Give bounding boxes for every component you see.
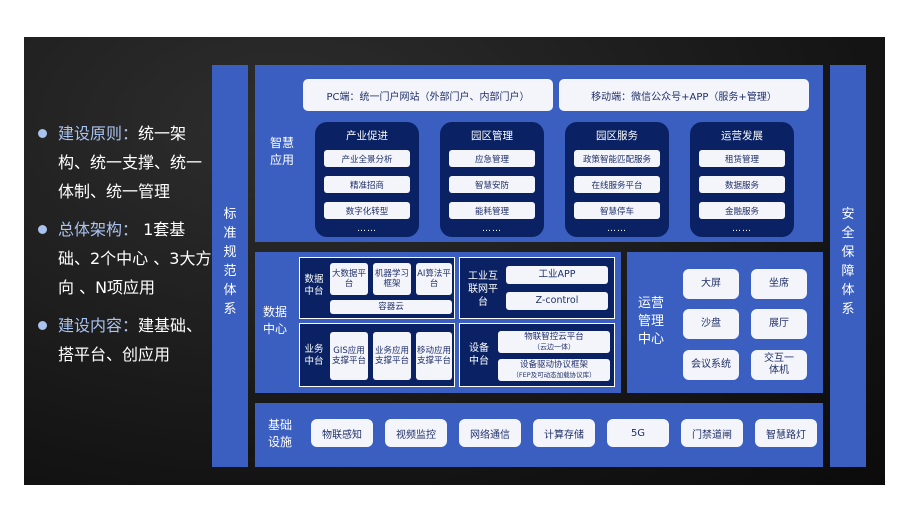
card-title: 园区服务 (596, 130, 638, 142)
card-item: 数据服务 (699, 176, 785, 193)
infra-5g: 5G (607, 419, 669, 447)
device-platform: 设备中台 物联智控云平台 （云边一体） 设备驱动协议框架 （FEP及可动态加载协… (459, 323, 615, 387)
business-platform: 业务中台 GIS应用支撑平台 业务应用支撑平台 移动应用支撑平台 (299, 323, 455, 387)
iot-cloud-sub: （云边一体） (533, 343, 575, 351)
card-item: 数字化转型 (324, 202, 410, 219)
ops-big-screen: 大屏 (683, 269, 739, 299)
card-item: 智慧停车 (574, 202, 660, 219)
card-more: …… (482, 224, 502, 234)
bullet-body: 统一架构、统一支撑、统一体制、统一管理 (58, 124, 203, 201)
business-platform-item: GIS应用支撑平台 (330, 332, 368, 380)
data-platform-item: 机器学习框架 (373, 263, 411, 295)
iiot-platform: 工业互联网平台 工业APP Z-control (459, 257, 615, 319)
card-more: …… (357, 224, 377, 234)
card-title: 运营发展 (721, 130, 763, 142)
infrastructure-layer: 基础设施 物联感知 视频监控 网络通信 计算存储 5G 门禁道闸 智慧路灯 (255, 403, 823, 467)
smart-app-label: 智慧应用 (269, 136, 294, 167)
bullet-head: 建设原则： (58, 124, 139, 143)
device-driver-title: 设备驱动协议框架 (519, 360, 588, 370)
data-platform: 数据中台 大数据平台 机器学习框架 AI算法平台 容器云 (299, 257, 455, 319)
security-system-label: 安全保障体系 (841, 207, 855, 317)
card-item: 在线服务平台 (574, 176, 660, 193)
device-platform-label: 设备中台 (469, 343, 489, 367)
card-item: 精准招商 (324, 176, 410, 193)
card-item: 应急管理 (449, 150, 535, 167)
iot-cloud-title: 物联智控云平台 (524, 332, 584, 342)
smart-app-layer: 智慧应用 PC端：统一门户网站（外部门户、内部门户） 移动端：微信公众号+APP… (255, 65, 823, 242)
bullet-dot-icon (38, 225, 47, 234)
ops-meeting-system: 会议系统 (683, 350, 739, 380)
security-system-bar: 安全保障体系 (830, 65, 866, 467)
card-item: 租赁管理 (699, 150, 785, 167)
standards-system-bar: 标准规范体系 (212, 65, 248, 467)
card-industry: 产业促进 产业全景分析 精准招商 数字化转型 …… (315, 122, 419, 237)
ops-seats: 坐席 (751, 269, 807, 299)
bullet-principle: 建设原则：统一架构、统一支撑、统一体制、统一管理 (36, 119, 216, 206)
card-more: …… (732, 224, 752, 234)
ops-center-layer: 运营管理中心 大屏 坐席 沙盘 展厅 会议系统 交互一体机 (627, 252, 823, 393)
ops-center-label: 运营管理中心 (637, 296, 664, 347)
card-item: 金融服务 (699, 202, 785, 219)
bullet-content: 建设内容：建基础、搭平台、创应用 (36, 311, 216, 369)
card-title: 产业促进 (346, 130, 388, 142)
data-platform-item: AI算法平台 (416, 263, 452, 295)
card-item: 能耗管理 (449, 202, 535, 219)
data-platform-item: 大数据平台 (330, 263, 368, 295)
bullet-dot-icon (38, 321, 47, 330)
iiot-platform-label: 工业互联网平台 (468, 271, 498, 308)
card-park-management: 园区管理 应急管理 智慧安防 能耗管理 …… (440, 122, 544, 237)
device-driver-framework: 设备驱动协议框架 （FEP及可动态加载协议库） (498, 359, 610, 381)
data-platform-label: 数据中台 (304, 274, 324, 297)
infra-access-gate: 门禁道闸 (681, 419, 743, 447)
card-title: 园区管理 (471, 130, 513, 142)
business-platform-item: 移动应用支撑平台 (416, 332, 452, 380)
container-cloud: 容器云 (330, 300, 452, 314)
bullet-list: 建设原则：统一架构、统一支撑、统一体制、统一管理 总体架构： 1套基础、2个中心… (36, 119, 216, 378)
iot-cloud-platform: 物联智控云平台 （云边一体） (498, 331, 610, 353)
infra-network: 网络通信 (459, 419, 521, 447)
card-item: 智慧安防 (449, 176, 535, 193)
standards-system-label: 标准规范体系 (223, 207, 237, 317)
business-platform-label: 业务中台 (304, 344, 324, 367)
device-driver-sub: （FEP及可动态加载协议库） (512, 371, 596, 379)
infrastructure-label: 基础设施 (267, 418, 292, 449)
bullet-head: 建设内容： (58, 316, 139, 335)
card-item: 政策智能匹配服务 (574, 150, 660, 167)
iiot-app: 工业APP (506, 266, 608, 284)
card-more: …… (607, 224, 627, 234)
card-park-service: 园区服务 政策智能匹配服务 在线服务平台 智慧停车 …… (565, 122, 669, 237)
infra-video-surveillance: 视频监控 (385, 419, 447, 447)
infra-compute-storage: 计算存储 (533, 419, 595, 447)
data-center-label: 数据中心 (262, 305, 287, 336)
pc-portal: PC端：统一门户网站（外部门户、内部门户） (303, 79, 553, 111)
ops-sand-table: 沙盘 (683, 309, 739, 339)
card-item: 产业全景分析 (324, 150, 410, 167)
infra-smart-streetlight: 智慧路灯 (755, 419, 817, 447)
slide: 建设原则：统一架构、统一支撑、统一体制、统一管理 总体架构： 1套基础、2个中心… (24, 37, 885, 485)
card-operations-development: 运营发展 租赁管理 数据服务 金融服务 …… (690, 122, 794, 237)
bullet-architecture: 总体架构： 1套基础、2个中心 、3大方向 、N项应用 (36, 215, 216, 302)
z-control: Z-control (506, 292, 608, 310)
bullet-dot-icon (38, 129, 47, 138)
infra-iot-sensing: 物联感知 (311, 419, 373, 447)
bullet-head: 总体架构： (58, 220, 139, 239)
data-center-layer: 数据中心 数据中台 大数据平台 机器学习框架 AI算法平台 容器云 业务中台 G… (255, 252, 621, 393)
ops-interactive-terminal: 交互一体机 (751, 350, 807, 380)
business-platform-item: 业务应用支撑平台 (373, 332, 411, 380)
mobile-portal: 移动端：微信公众号+APP（服务+管理） (559, 79, 809, 111)
ops-exhibition-hall: 展厅 (751, 309, 807, 339)
bullet-body: 建基础、搭平台、创应用 (58, 316, 203, 364)
bullet-body: 1套基础、2个中心 、3大方向 、N项应用 (58, 220, 212, 297)
